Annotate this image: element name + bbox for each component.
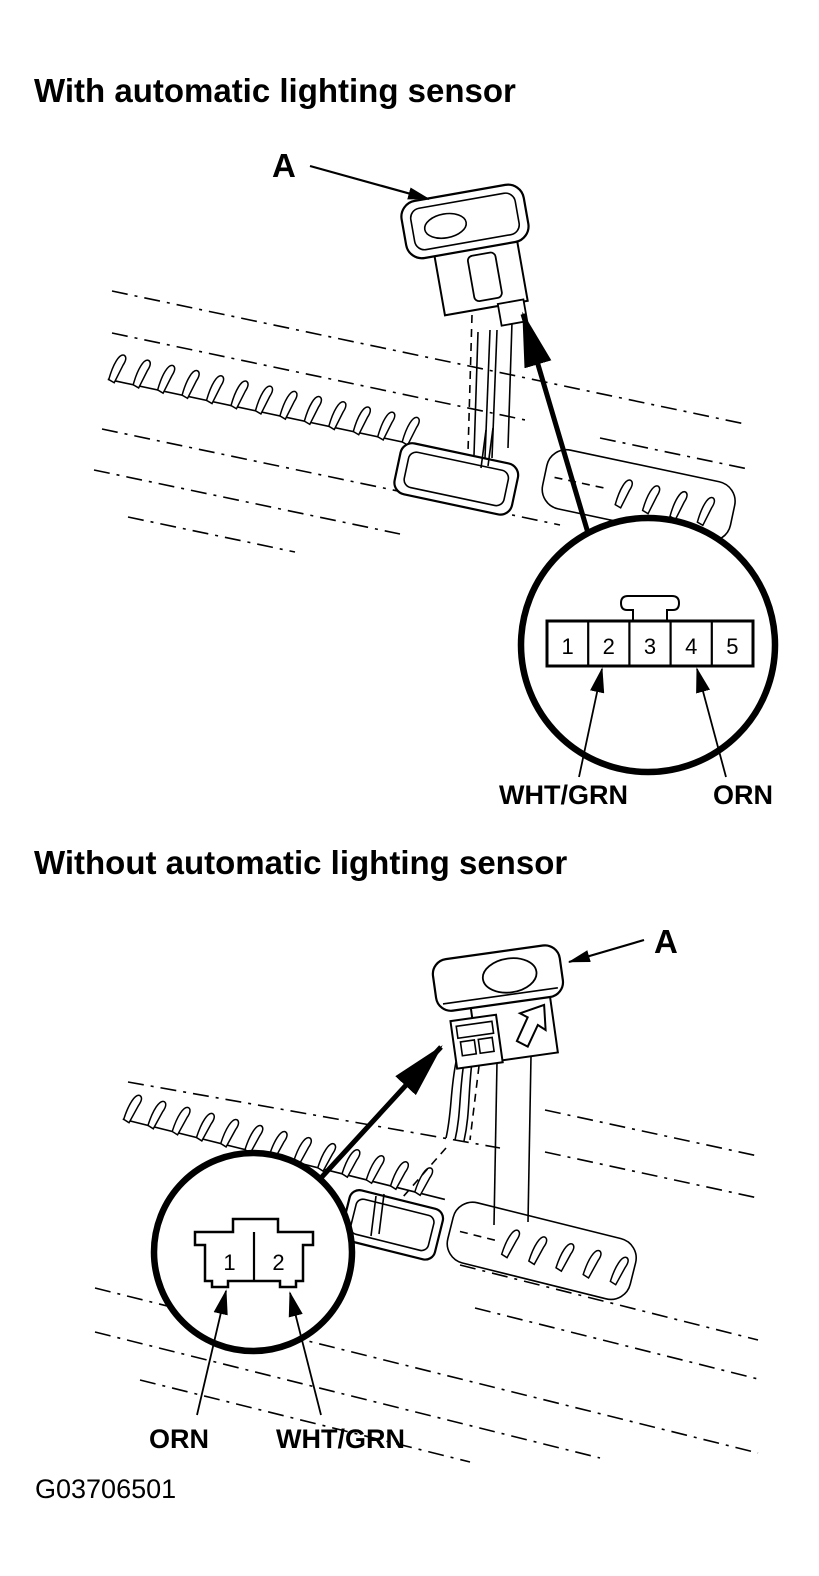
pin-number-5: 5 (726, 634, 738, 659)
figure-id: G03706501 (35, 1474, 176, 1504)
zoom-arrow-bottom (318, 1045, 443, 1181)
zoom-arrow-top (520, 311, 591, 534)
pin-number-2: 2 (272, 1250, 284, 1275)
panel-lines-top (93, 290, 749, 553)
louver-fin (668, 489, 689, 522)
pin-number-2: 2 (603, 634, 615, 659)
switch-wires-top (467, 314, 513, 469)
louver-fin (303, 393, 323, 427)
louver-fin (500, 1227, 522, 1260)
wire-label-orn-top: ORN (713, 780, 773, 810)
louver-fin (107, 352, 128, 385)
louver-fin (401, 414, 421, 448)
louver-fin (696, 494, 716, 528)
wire-arrow-orn-top (696, 667, 727, 778)
wire-arrow-whtgrn-bottom (288, 1291, 322, 1416)
louver-fin (146, 1098, 168, 1132)
vent-louvers-top (107, 352, 433, 450)
louver-fin (365, 1152, 386, 1186)
louver-fin (219, 1116, 241, 1150)
wire-arrow-whtgrn-top (578, 667, 605, 778)
switch-assembly-bottom (431, 944, 565, 1070)
connector-5pin: 1 2 3 4 5 (545, 595, 755, 668)
section-with-sensor: A 1 2 3 4 5 WHT/GRN ORN With automatic l… (34, 72, 779, 810)
pin-number-1: 1 (223, 1250, 235, 1275)
louver-fin (389, 1158, 410, 1192)
mounting-hole-bottom (340, 1189, 445, 1261)
callout-a-label-top: A (272, 147, 296, 184)
louver-fin (352, 404, 372, 437)
louver-fin (229, 378, 250, 411)
louver-fin (614, 477, 634, 510)
louver-fin (581, 1247, 603, 1281)
switch-assembly-top (400, 183, 530, 327)
louver-fin (554, 1240, 576, 1274)
louver-fin (278, 388, 299, 422)
louver-fin (205, 373, 226, 406)
louver-fin (180, 367, 201, 401)
louver-fin (609, 1254, 630, 1288)
louver-fin (170, 1104, 192, 1138)
mounting-hole-top (393, 442, 520, 516)
louver-fin (641, 483, 662, 516)
wire-label-wht-grn-bottom: WHT/GRN (276, 1424, 405, 1454)
section-title-with-sensor: With automatic lighting sensor (34, 72, 516, 109)
wire-label-wht-grn-top: WHT/GRN (499, 780, 628, 810)
louver-fin (527, 1234, 549, 1267)
pin-number-4: 4 (685, 634, 697, 659)
pin-number-1: 1 (561, 634, 573, 659)
connector-2pin: 1 2 (193, 1217, 315, 1289)
louver-fin (132, 357, 152, 391)
callout-a-arrow-top (309, 164, 431, 201)
callout-a-label-bottom: A (654, 923, 678, 960)
louver-fin (156, 362, 177, 396)
louver-fin (122, 1092, 144, 1126)
louver-fin (195, 1110, 216, 1144)
wire-label-orn-bottom: ORN (149, 1424, 209, 1454)
callout-a-arrow-bottom (567, 938, 645, 964)
switch-wires-bottom (370, 1055, 532, 1237)
section-title-without-sensor: Without automatic lighting sensor (34, 844, 567, 881)
side-vent-recess-bottom (446, 1201, 637, 1301)
section-without-sensor: A 1 2 ORN WHT/GRN Without automatic ligh… (34, 844, 759, 1463)
pin-number-3: 3 (644, 634, 656, 659)
louver-fin (254, 383, 274, 417)
louver-fin (376, 409, 397, 443)
louver-fin (327, 399, 348, 432)
wire-arrow-orn-bottom (196, 1289, 228, 1416)
